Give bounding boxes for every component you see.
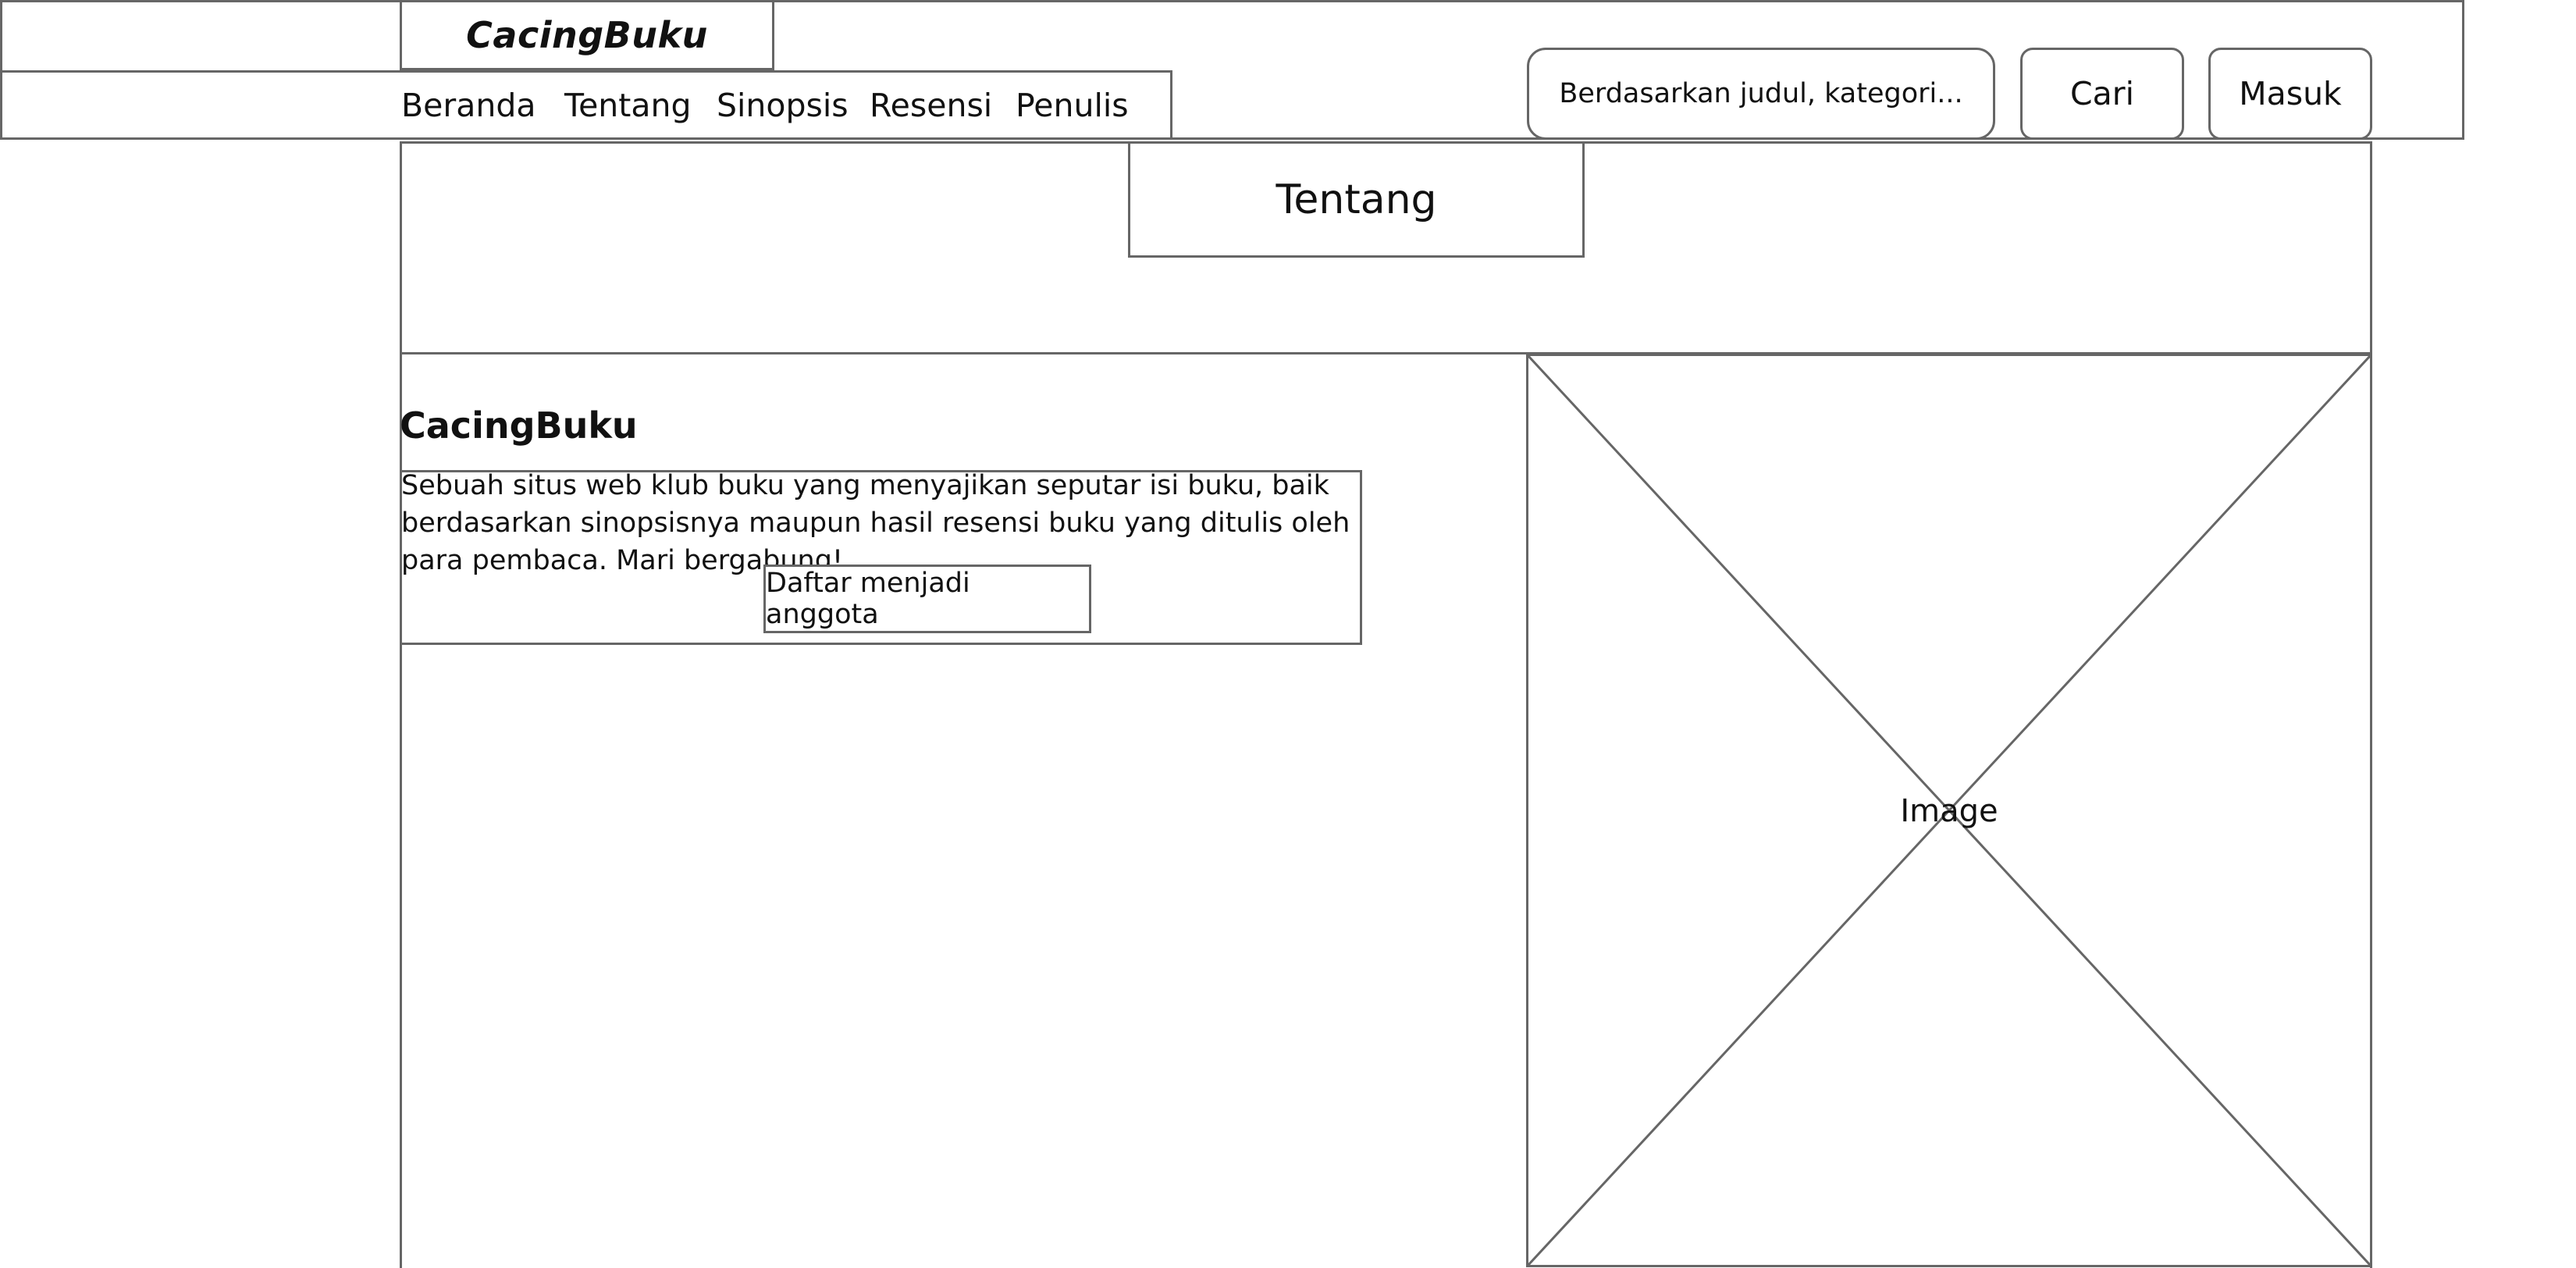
search-input[interactable]: [1527, 48, 1995, 140]
image-placeholder-icon: [1528, 356, 2370, 1265]
nav-item-tentang[interactable]: Tentang: [564, 87, 692, 124]
login-button[interactable]: Masuk: [2208, 48, 2372, 140]
image-label: Image: [1900, 793, 1998, 829]
logo-text: CacingBuku: [466, 14, 708, 56]
nav-item-penulis[interactable]: Penulis: [1016, 87, 1129, 124]
image-placeholder: Image: [1526, 354, 2372, 1267]
page-title: Tentang: [1276, 176, 1437, 223]
join-member-button[interactable]: Daftar menjadi anggota: [763, 565, 1091, 633]
logo[interactable]: CacingBuku: [400, 0, 774, 70]
page-title-box: Tentang: [1128, 141, 1585, 258]
about-description: Sebuah situs web klub buku yang menyajik…: [401, 470, 1350, 576]
hero-divider: [400, 352, 2372, 354]
nav-item-sinopsis[interactable]: Sinopsis: [717, 87, 849, 124]
nav-item-beranda[interactable]: Beranda: [401, 87, 536, 124]
about-heading: CacingBuku: [400, 404, 638, 447]
nav-bar: [0, 70, 1172, 140]
search-button[interactable]: Cari: [2020, 48, 2184, 140]
nav-item-resensi[interactable]: Resensi: [870, 87, 993, 124]
